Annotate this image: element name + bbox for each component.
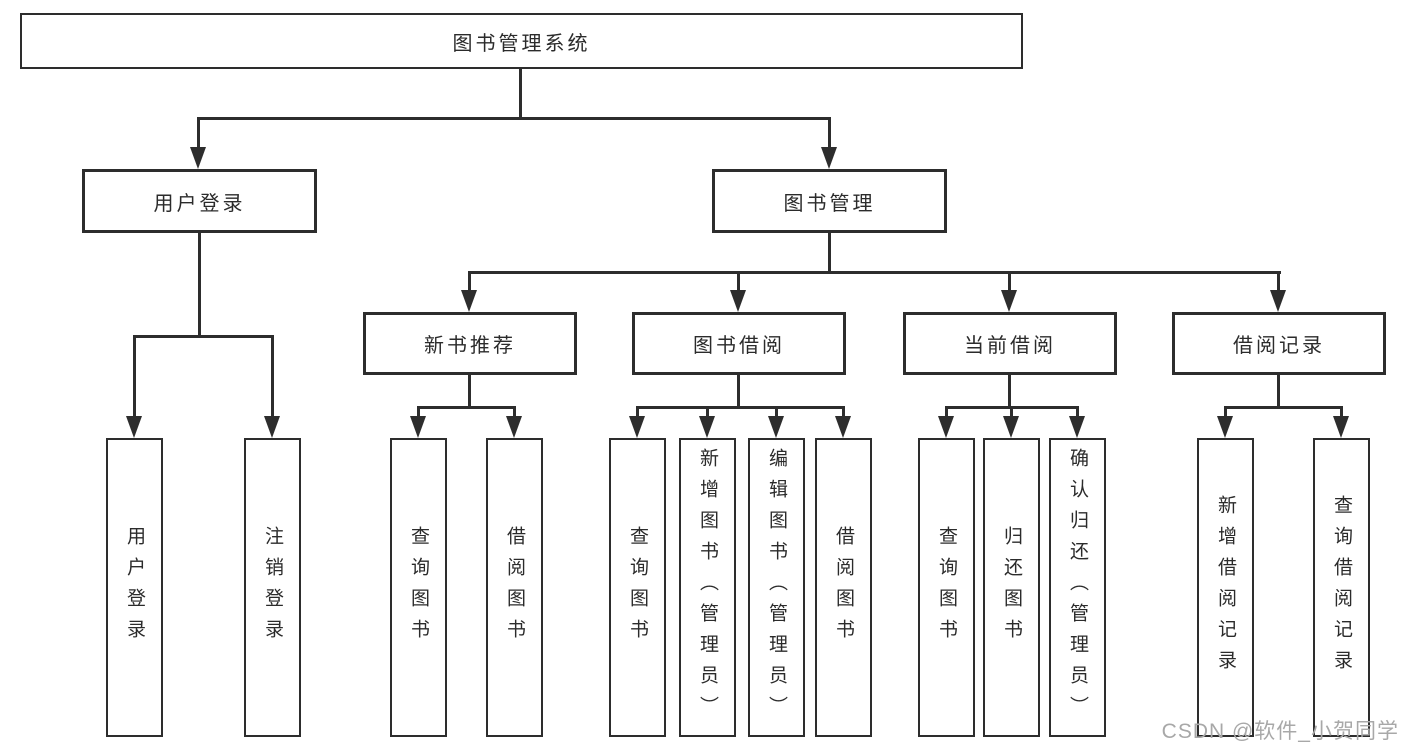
connector-line [1008,375,1011,409]
arrow-down-marker [1069,416,1085,438]
node-user-login: 用户登录 [82,169,317,233]
node-book-management-label: 图书管理 [783,192,876,215]
connector-line [737,271,740,292]
connector-line [706,406,709,419]
arrow-down-marker [835,416,851,438]
connector-line [1340,406,1343,419]
arrow-down-marker [699,416,715,438]
leaf-label: 用户登录 [124,525,145,650]
connector-line [828,233,831,274]
leaf-borrow-books-1: 借阅图书 [486,438,543,737]
connector-line [417,406,420,419]
leaf-query-books-2: 查询图书 [609,438,666,737]
leaf-label: 新增借阅记录 [1215,494,1236,681]
arrow-down-marker [264,416,280,438]
connector-line [513,406,516,419]
leaf-edit-books-admin: 编辑图书（管理员） [748,438,805,737]
leaf-label: 确认归还（管理员） [1067,448,1088,727]
node-borrow-records-label: 借阅记录 [1233,335,1325,357]
node-current-borrow-label: 当前借阅 [964,335,1056,357]
node-book-borrow-label: 图书借阅 [693,335,785,357]
connector-line [197,117,831,120]
connector-line [468,271,471,292]
arrow-down-marker [629,416,645,438]
node-root: 图书管理系统 [20,13,1023,69]
leaf-label: 查询借阅记录 [1331,494,1352,681]
connector-line [1224,406,1227,419]
arrow-down-marker [1001,290,1017,312]
node-borrow-records: 借阅记录 [1172,312,1386,375]
connector-line [636,406,845,409]
connector-line [1008,271,1011,292]
leaf-confirm-return-admin: 确认归还（管理员） [1049,438,1106,737]
leaf-return-books: 归还图书 [983,438,1040,737]
arrow-down-marker [190,147,206,169]
leaf-query-borrow-record: 查询借阅记录 [1313,438,1370,737]
arrow-down-marker [938,416,954,438]
connector-line [519,69,522,120]
connector-line [1277,271,1280,292]
node-current-borrow: 当前借阅 [903,312,1117,375]
arrow-down-marker [1217,416,1233,438]
arrow-down-marker [768,416,784,438]
leaf-label: 借阅图书 [833,525,854,650]
node-root-label: 图书管理系统 [452,32,591,55]
node-user-login-label: 用户登录 [153,192,246,215]
leaf-logout: 注销登录 [244,438,301,737]
connector-line [133,335,274,338]
watermark: CSDN @软件_小贺同学 [1161,720,1399,743]
node-book-borrow: 图书借阅 [632,312,846,375]
connector-line [1224,406,1343,409]
leaf-label: 查询图书 [408,525,429,650]
arrow-down-marker [730,290,746,312]
connector-line [1277,375,1280,409]
arrow-down-marker [461,290,477,312]
connector-line [842,406,845,419]
connector-line [1076,406,1079,419]
arrow-down-marker [1333,416,1349,438]
node-book-management: 图书管理 [712,169,947,233]
leaf-label: 归还图书 [1001,525,1022,650]
leaf-query-books-3: 查询图书 [918,438,975,737]
connector-line [636,406,639,419]
leaf-add-borrow-record: 新增借阅记录 [1197,438,1254,737]
leaf-label: 编辑图书（管理员） [766,448,787,727]
node-new-book-recommend-label: 新书推荐 [424,335,516,357]
leaf-add-books-admin: 新增图书（管理员） [679,438,736,737]
connector-line [1010,406,1013,419]
leaf-borrow-books-2: 借阅图书 [815,438,872,737]
connector-line [828,117,831,150]
connector-line [271,335,274,418]
leaf-query-books-1: 查询图书 [390,438,447,737]
arrow-down-marker [126,416,142,438]
leaf-label: 借阅图书 [504,525,525,650]
connector-line [417,406,516,409]
arrow-down-marker [1003,416,1019,438]
leaf-label: 查询图书 [627,525,648,650]
arrow-down-marker [821,147,837,169]
connector-line [775,406,778,419]
connector-line [197,117,200,150]
leaf-user-login: 用户登录 [106,438,163,737]
node-new-book-recommend: 新书推荐 [363,312,577,375]
connector-line [198,233,201,338]
leaf-label: 注销登录 [262,525,283,650]
connector-line [468,375,471,409]
leaf-label: 查询图书 [936,525,957,650]
connector-line [945,406,948,419]
arrow-down-marker [410,416,426,438]
connector-line [737,375,740,409]
connector-line [468,271,1281,274]
connector-line [133,335,136,418]
leaf-label: 新增图书（管理员） [697,448,718,727]
arrow-down-marker [506,416,522,438]
arrow-down-marker [1270,290,1286,312]
